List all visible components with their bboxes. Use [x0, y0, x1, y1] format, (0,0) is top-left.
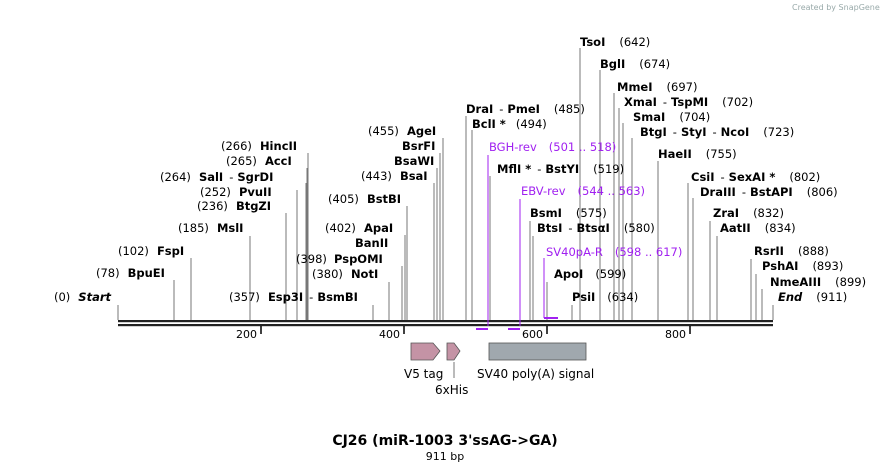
site-btgi: BtgI-StyI-NcoI(723)	[640, 125, 794, 139]
feature-sv40-polya-box	[488, 342, 587, 361]
tick-label-600: 600	[522, 328, 543, 341]
site-msli: (185)MslI	[178, 221, 243, 235]
site-rsrii: RsrII(888)	[754, 244, 829, 258]
site-end: End(911)	[778, 290, 847, 304]
site-drai: DraI-PmeI(485)	[466, 102, 585, 116]
site-bsrfi: BsrFI	[402, 139, 435, 153]
site-pshai: PshAI(893)	[762, 259, 843, 273]
site-pspomi: PspOMI	[334, 252, 383, 266]
site-banii: BanII	[355, 236, 388, 250]
feature-v5-tag-arrow	[410, 342, 441, 361]
site-bstbi: (405)BstBI	[328, 192, 401, 206]
site-bsawi: BsaWI	[394, 154, 434, 168]
feature-label-6xhis: 6xHis	[435, 383, 468, 397]
site-apai: (402)ApaI	[325, 221, 393, 235]
site-agei: (455)AgeI	[368, 124, 436, 138]
site-noti: (380)NotI	[312, 267, 378, 281]
primer-labels: BGH-rev(501 .. 518) EBV-rev(544 .. 563) …	[489, 140, 682, 259]
site-esp3i: (357)Esp3I-BsmBI	[229, 290, 358, 304]
feature-6xhis-arrow	[446, 342, 461, 361]
site-psii: PsiI(634)	[572, 290, 638, 304]
site-hincii: (266)HincII	[221, 139, 297, 153]
site-bgli: BglI(674)	[600, 57, 670, 71]
site-fspi: (102)FspI	[118, 244, 184, 258]
backbone-bottom-strand	[118, 324, 773, 327]
site-mmei: MmeI(697)	[617, 80, 697, 94]
backbone-top-strand	[118, 320, 773, 323]
site-nmeaiii: NmeAIII(899)	[770, 275, 866, 289]
site-btgzi: (236)BtgZI	[197, 199, 271, 213]
ruler: 200 400 600 800	[236, 326, 691, 341]
feature-label-v5-tag: V5 tag	[404, 367, 443, 381]
site-tsoi: TsoI(642)	[580, 35, 650, 49]
snapgene-credit: Created by SnapGene	[792, 3, 880, 12]
site-draiii: DraIII-BstAPI(806)	[700, 185, 838, 199]
site-csii: CsiI-SexAI *(802)	[691, 170, 820, 184]
site-pspomi-pos: (398)	[296, 252, 327, 266]
restriction-sites: (0)Start (78)BpuEI (102)FspI (185)MslI (…	[54, 35, 866, 304]
site-bsmi: BsmI(575)	[530, 206, 607, 220]
tick-label-400: 400	[379, 328, 400, 341]
primer-marks	[476, 155, 558, 330]
features: V5 tag 6xHis SV40 poly(A) signal	[404, 342, 594, 397]
site-bsai: (443)BsaI	[361, 169, 428, 183]
site-pvuii: (252)PvuII	[200, 185, 272, 199]
primer-sv40pa-r: SV40pA-R(598 .. 617)	[546, 245, 682, 259]
site-mfli: MflI *-BstYI(519)	[497, 162, 624, 176]
site-aatii: AatII(834)	[720, 221, 796, 235]
primer-ebv-rev: EBV-rev(544 .. 563)	[521, 184, 645, 198]
site-haeii: HaeII(755)	[658, 147, 737, 161]
site-bcli: BclI *(494)	[472, 117, 547, 131]
site-smai: SmaI(704)	[633, 110, 710, 124]
tick-label-200: 200	[236, 328, 257, 341]
site-xmai: XmaI-TspMI(702)	[624, 95, 753, 109]
site-btsi: BtsI-BtsαI(580)	[537, 221, 655, 235]
map-size: 911 bp	[426, 450, 464, 463]
site-zrai: ZraI(832)	[713, 206, 784, 220]
feature-label-sv40-polya: SV40 poly(A) signal	[477, 367, 594, 381]
site-sali: (264)SalI-SgrDI	[160, 170, 273, 184]
site-acci: (265)AccI	[226, 154, 292, 168]
primer-bgh-rev: BGH-rev(501 .. 518)	[489, 140, 616, 154]
map-title: CJ26 (miR-1003 3'ssAG->GA)	[332, 433, 557, 449]
site-start: (0)Start	[54, 290, 112, 304]
site-bpuei: (78)BpuEI	[96, 266, 165, 280]
site-apoi: ApoI(599)	[554, 267, 626, 281]
tick-label-800: 800	[665, 328, 686, 341]
site-leader-lines	[117, 48, 774, 320]
